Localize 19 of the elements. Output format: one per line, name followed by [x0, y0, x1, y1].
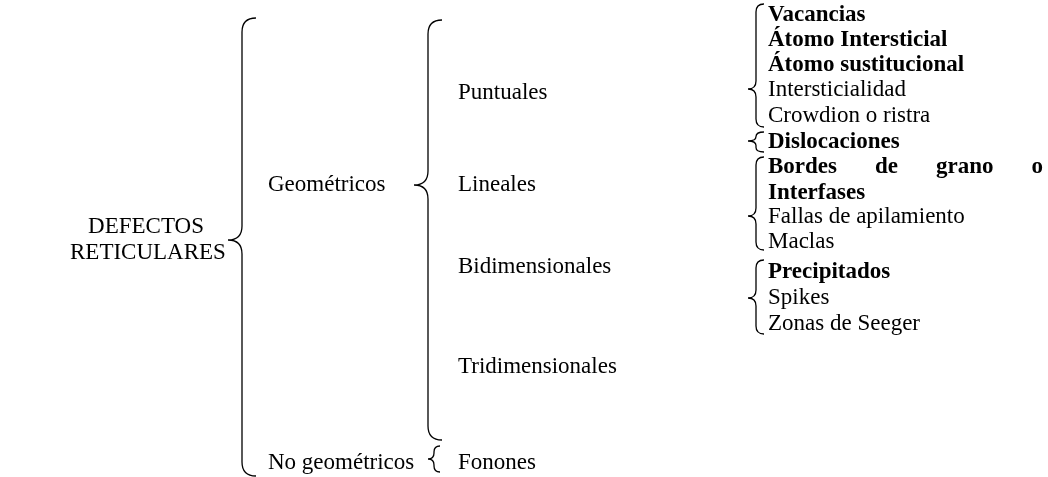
category-label: Geométricos	[268, 171, 386, 197]
category-label: Lineales	[458, 171, 536, 197]
item-label: Intersticialidad	[768, 76, 906, 102]
category-label: Tridimensionales	[458, 353, 617, 379]
item-label: Fallas de apilamiento	[768, 203, 965, 229]
item-label: Precipitados	[768, 258, 891, 284]
category-label: Fonones	[458, 449, 536, 475]
category-label: Puntuales	[458, 79, 548, 105]
item-label: Dislocaciones	[768, 128, 900, 154]
category-label: Bidimensionales	[458, 253, 612, 279]
item-label: Bordes de grano o Interfases	[768, 153, 1043, 205]
item-label: Átomo Intersticial	[768, 26, 948, 51]
item-label: Zonas de Seeger	[768, 310, 920, 336]
item-label: Vacancias	[768, 1, 866, 26]
item-label: Átomo sustitucional	[768, 51, 965, 77]
item-label: Crowdion o ristra	[768, 102, 931, 128]
item-label: Spikes	[768, 284, 830, 310]
category-label: No geométricos	[268, 449, 415, 475]
item-label: Maclas	[768, 228, 835, 254]
